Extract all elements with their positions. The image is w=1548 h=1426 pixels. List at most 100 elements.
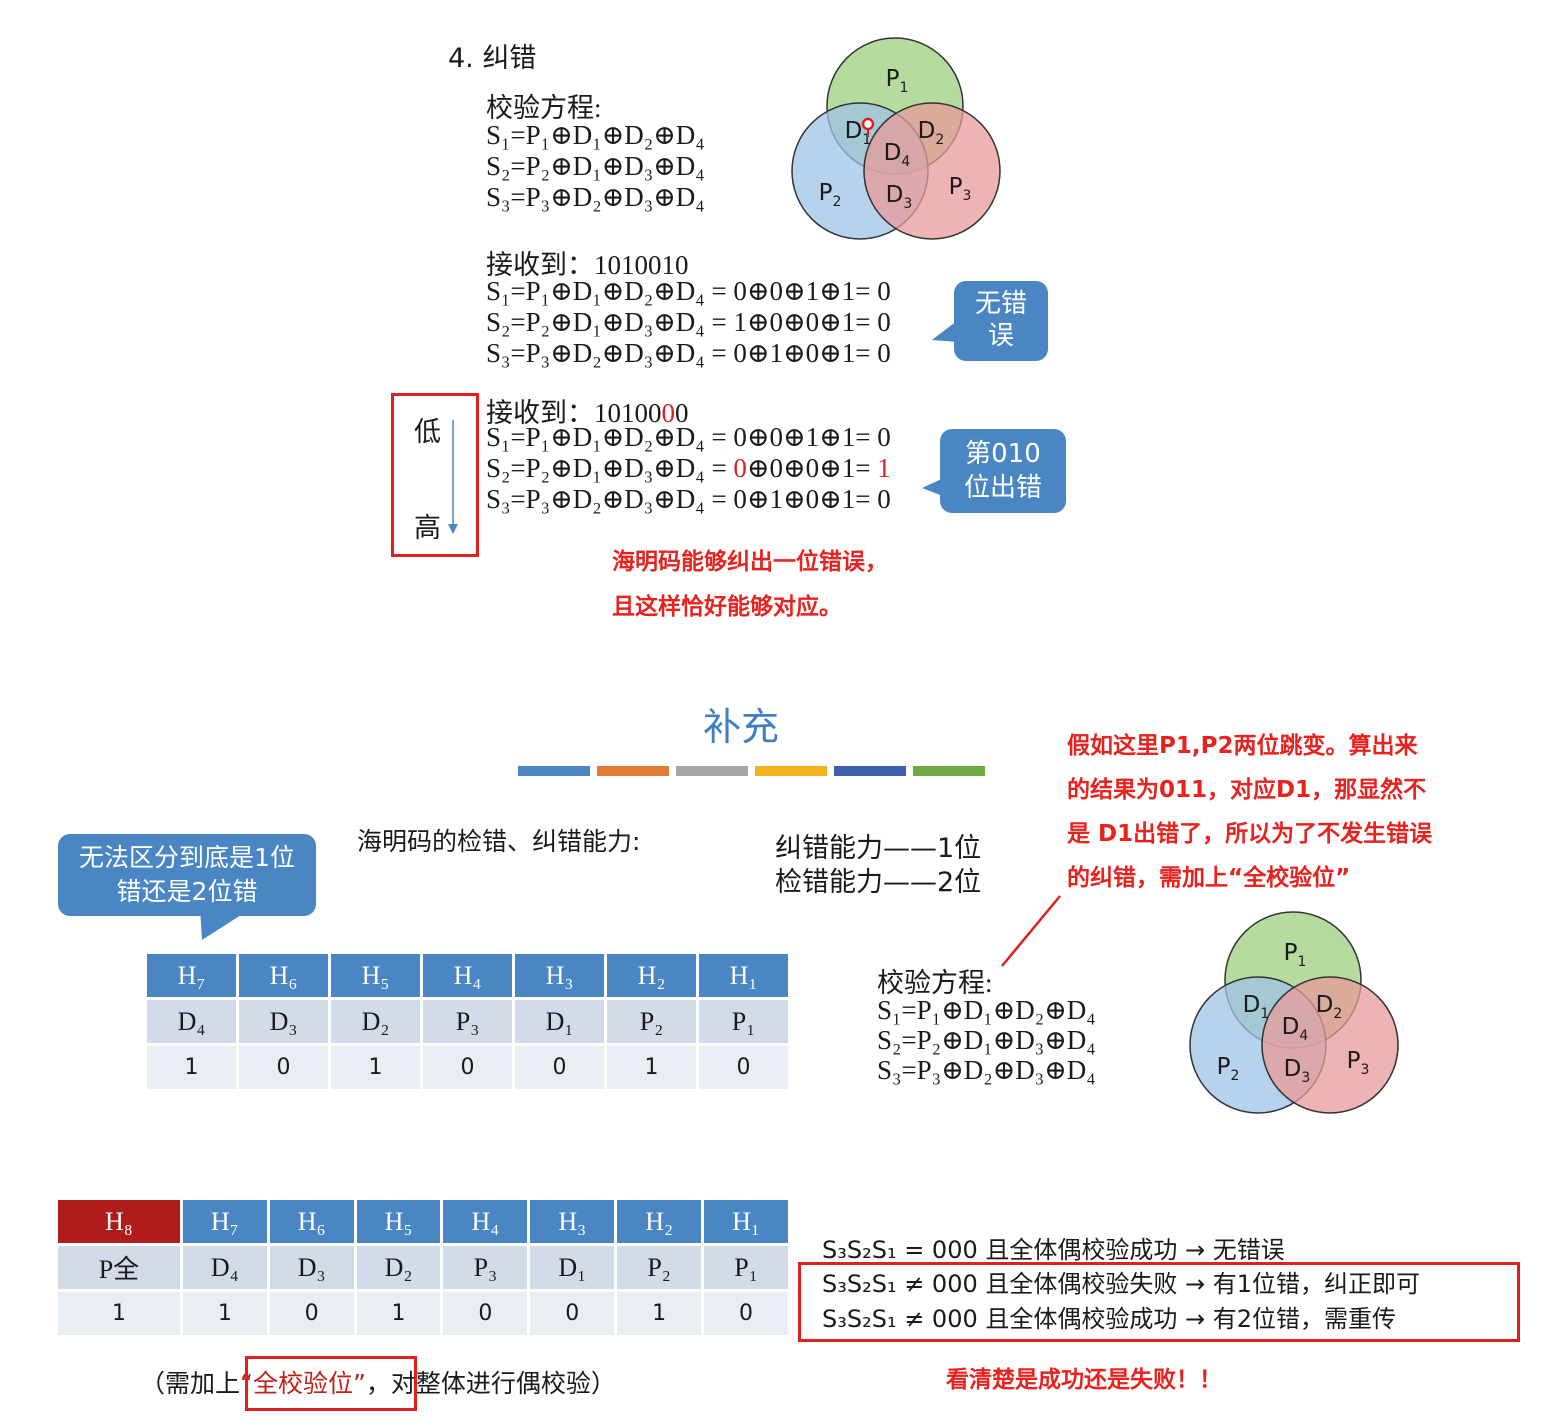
value-cell: 1 <box>147 1046 236 1089</box>
rule-line: S₃S₂S₁ ≠ 000 且全体偶校验失败 → 有1位错，纠正即可 <box>822 1270 1421 1298</box>
no-error-bubble: 无错误 <box>954 281 1048 361</box>
table-row: P全 D₄ D₃ D₂ P₃ D₁ P₂ P₁ <box>58 1246 788 1289</box>
value-cell: 0 <box>530 1292 615 1335</box>
annotation-line: 假如这里P1,P2两位跳变。算出来 <box>1067 733 1418 759</box>
check-equations-title: 校验方程: <box>486 93 602 123</box>
color-bar-segment <box>834 766 906 776</box>
pin-icon <box>861 117 875 137</box>
table-row: H₇ H₆ H₅ H₄ H₃ H₂ H₁ <box>147 954 788 997</box>
value-cell: 1 <box>331 1046 420 1089</box>
ability-label: 海明码的检错、纠错能力: <box>357 827 641 856</box>
color-bar-segment <box>597 766 669 776</box>
supplement-title: 补充 <box>703 705 780 749</box>
bubble-tail-icon <box>932 320 958 342</box>
high-label: 高 <box>414 513 441 543</box>
header-cell: H₄ <box>443 1200 528 1243</box>
mapping-cell: P₃ <box>443 1246 528 1289</box>
mapping-cell: P₂ <box>617 1246 702 1289</box>
mapping-cell: D₁ <box>530 1246 615 1289</box>
value-cell: 0 <box>269 1292 354 1335</box>
header-cell: H₃ <box>515 954 604 997</box>
value-cell: 1 <box>617 1292 702 1335</box>
note-line: 海明码能够纠出一位错误， <box>612 549 888 575</box>
check-equation: S₁=P₁⊕D₁⊕D₂⊕D₄ <box>877 995 1096 1025</box>
section-heading: 4. 纠错 <box>448 43 537 74</box>
annotation-line: 的纠错，需加上“全校验位” <box>1067 865 1351 891</box>
correct-ability: 纠错能力——1位 <box>775 833 982 864</box>
bit-order-box <box>391 393 479 557</box>
received-title: 接收到：1010010 <box>486 250 689 280</box>
header-cell: H₁ <box>699 954 788 997</box>
value-cell: 1 <box>356 1292 441 1335</box>
table-row: 1 0 1 0 0 1 0 <box>147 1046 788 1089</box>
highlight-box <box>245 1356 417 1411</box>
rule-line: S₃S₂S₁ = 000 且全体偶校验成功 → 无错误 <box>822 1236 1285 1264</box>
note-line: 且这样恰好能够对应。 <box>612 594 842 620</box>
value-cell: 0 <box>239 1046 328 1089</box>
value-cell: 0 <box>704 1292 788 1335</box>
overall-parity-note: （需加上“全校验位”，对整体进行偶校验） <box>140 1369 616 1398</box>
mapping-cell: D₃ <box>239 1000 328 1043</box>
mapping-cell: D₂ <box>331 1000 420 1043</box>
color-bar-segment <box>518 766 590 776</box>
warning-text: 看清楚是成功还是失败！！ <box>946 1367 1222 1393</box>
venn-circle-p3 <box>863 102 1001 240</box>
mapping-cell: D₄ <box>147 1000 236 1043</box>
check-equation: S₃=P₃⊕D₂⊕D₃⊕D₄ <box>877 1055 1096 1085</box>
color-bar-segment <box>755 766 827 776</box>
mapping-cell: D₄ <box>182 1246 267 1289</box>
low-label: 低 <box>414 417 441 447</box>
value-cell: 0 <box>699 1046 788 1089</box>
color-bar-segment <box>913 766 985 776</box>
rule-line: S₃S₂S₁ ≠ 000 且全体偶校验成功 → 有2位错，需重传 <box>822 1305 1397 1333</box>
value-cell: 0 <box>443 1292 528 1335</box>
value-cell: 1 <box>607 1046 696 1089</box>
mapping-cell: P₁ <box>699 1000 788 1043</box>
pointer-line <box>1001 895 1061 967</box>
value-cell: 1 <box>58 1292 180 1335</box>
venn-circle-p3 <box>1261 976 1399 1114</box>
check-equation: S₃=P₃⊕D₂⊕D₃⊕D₄ <box>486 182 705 212</box>
hamming-table-8bit: H₈ H₇ H₆ H₅ H₄ H₃ H₂ H₁ P全 D₄ D₃ D₂ P₃ D… <box>55 1197 791 1338</box>
rules-highlight-box <box>798 1262 1520 1342</box>
syndrome-line: S₁=P₁⊕D₁⊕D₂⊕D₄ = 0⊕0⊕1⊕1= 0 <box>486 422 891 452</box>
header-cell: H₆ <box>239 954 328 997</box>
header-cell: H₂ <box>617 1200 702 1243</box>
header-cell: H₇ <box>182 1200 267 1243</box>
detect-ability: 检错能力——2位 <box>775 867 982 898</box>
mapping-cell: P₁ <box>704 1246 788 1289</box>
header-cell: H₂ <box>607 954 696 997</box>
syndrome-line: S₂=P₂⊕D₁⊕D₃⊕D₄ = 0⊕0⊕0⊕1= 1 <box>486 453 891 483</box>
ambiguity-bubble: 无法区分到底是1位错还是2位错 <box>58 834 316 916</box>
check-equation: S₁=P₁⊕D₁⊕D₂⊕D₄ <box>486 120 705 150</box>
table-row: H₈ H₇ H₆ H₅ H₄ H₃ H₂ H₁ <box>58 1200 788 1243</box>
mapping-cell: P₂ <box>607 1000 696 1043</box>
header-cell-overall-parity: H₈ <box>58 1200 180 1243</box>
header-cell: H₁ <box>704 1200 788 1243</box>
color-bar <box>518 766 988 776</box>
value-cell: 1 <box>182 1292 267 1335</box>
mapping-cell: P全 <box>58 1246 180 1289</box>
error-position-bubble: 第010 位出错 <box>940 429 1066 513</box>
table-row: D₄ D₃ D₂ P₃ D₁ P₂ P₁ <box>147 1000 788 1043</box>
mapping-cell: D₂ <box>356 1246 441 1289</box>
hamming-table-7bit: H₇ H₆ H₅ H₄ H₃ H₂ H₁ D₄ D₃ D₂ P₃ D₁ P₂ P… <box>144 951 791 1092</box>
header-cell: H₄ <box>423 954 512 997</box>
header-cell: H₅ <box>331 954 420 997</box>
venn-diagram: P1 D1 D2 D4 P2 D3 P3 <box>791 37 1001 240</box>
bubble-tail-icon <box>200 908 252 940</box>
received-title: 接收到：1010000 <box>486 398 689 428</box>
header-cell: H₅ <box>356 1200 441 1243</box>
value-cell: 0 <box>423 1046 512 1089</box>
arrow-down-icon <box>448 420 458 534</box>
color-bar-segment <box>676 766 748 776</box>
mapping-cell: P₃ <box>423 1000 512 1043</box>
syndrome-line: S₁=P₁⊕D₁⊕D₂⊕D₄ = 0⊕0⊕1⊕1= 0 <box>486 276 891 306</box>
annotation-line: 的结果为011，对应D1，那显然不 <box>1067 777 1427 803</box>
venn-diagram: P1 D1 D2 D4 P2 D3 P3 <box>1189 911 1399 1114</box>
value-cell: 0 <box>515 1046 604 1089</box>
header-cell: H₃ <box>530 1200 615 1243</box>
syndrome-line: S₃=P₃⊕D₂⊕D₃⊕D₄ = 0⊕1⊕0⊕1= 0 <box>486 484 891 514</box>
syndrome-line: S₂=P₂⊕D₁⊕D₃⊕D₄ = 1⊕0⊕0⊕1= 0 <box>486 307 891 337</box>
annotation-line: 是 D1出错了，所以为了不发生错误 <box>1067 821 1433 847</box>
